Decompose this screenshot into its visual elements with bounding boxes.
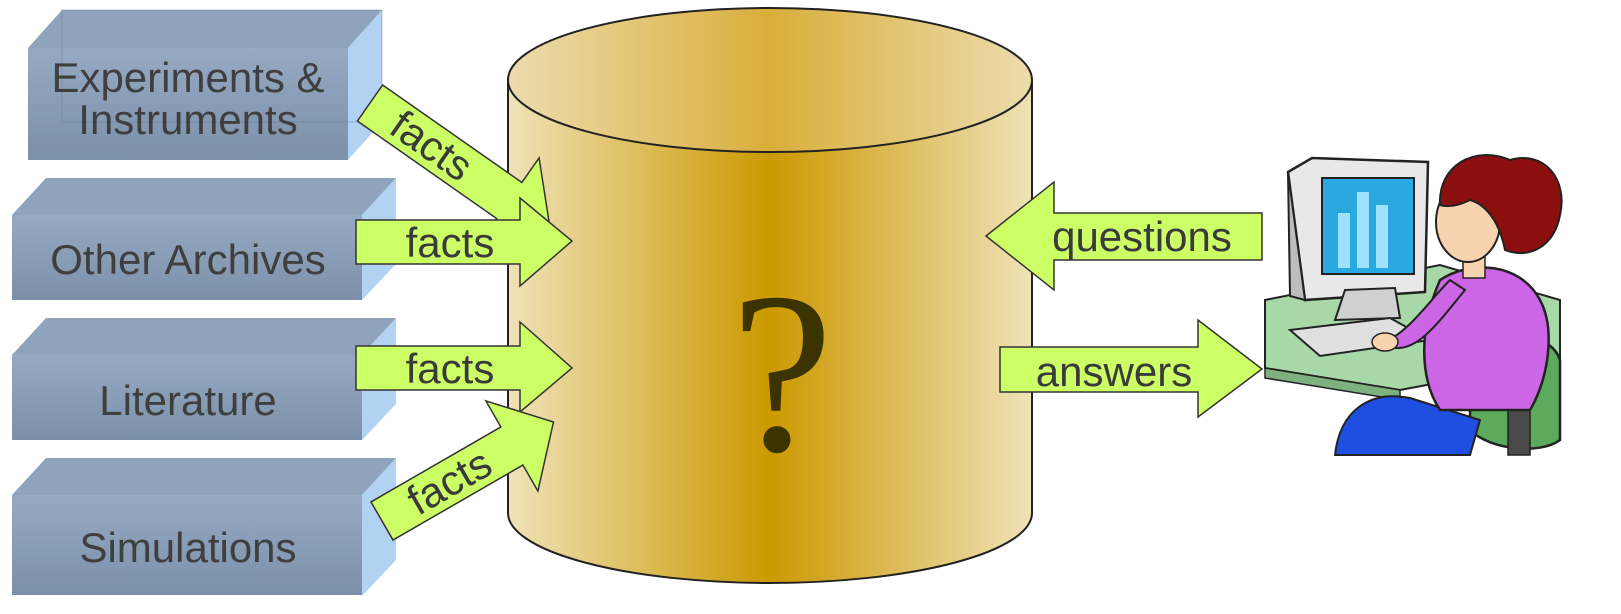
source-label: Other Archives xyxy=(50,236,325,283)
question-mark: ? xyxy=(731,245,833,500)
source-box-experiments: Experiments & Instruments xyxy=(28,9,383,160)
source-box-simulations: Simulations xyxy=(12,458,396,596)
source-box-literature: Literature xyxy=(12,318,396,440)
facts-label: facts xyxy=(406,219,495,266)
answers-label: answers xyxy=(1036,348,1192,395)
facts-arrow-2: facts xyxy=(355,196,574,288)
facts-arrow-3: facts xyxy=(355,320,574,414)
questions-label: questions xyxy=(1052,213,1232,260)
source-label: Instruments xyxy=(78,96,297,143)
person-at-computer-icon xyxy=(1264,154,1563,456)
facts-label: facts xyxy=(406,345,495,392)
questions-arrow: questions xyxy=(984,180,1263,292)
database-cylinder-icon: ? xyxy=(507,7,1033,584)
answers-arrow: answers xyxy=(999,318,1264,419)
source-box-other-archives: Other Archives xyxy=(12,178,396,300)
source-label: Experiments & xyxy=(51,54,324,101)
source-label: Simulations xyxy=(79,524,296,571)
source-label: Literature xyxy=(99,377,276,424)
